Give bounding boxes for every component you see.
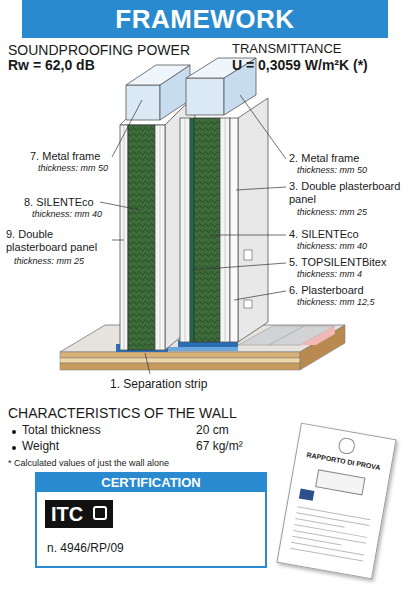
- title-band: FRAMEWORK: [22, 0, 388, 38]
- callout-label: 9. Double plasterboard panel: [6, 228, 112, 253]
- callout-label: 8. SILENTEco: [24, 196, 94, 209]
- document-seal: [337, 437, 356, 456]
- bullet-dot: [12, 446, 16, 450]
- thickness-note: thickness: mm 40: [32, 209, 102, 219]
- section-heading: CHARACTERISTICS OF THE WALL: [8, 405, 237, 421]
- logo-box: ITC: [45, 500, 113, 528]
- callout-label: 3. Double plasterboard panel: [289, 180, 401, 205]
- title-text: FRAMEWORK: [115, 4, 294, 35]
- callout-label: 1. Separation strip: [110, 378, 207, 392]
- box-heading: CERTIFICATION: [37, 474, 265, 492]
- thickness-note: thickness: mm 4: [297, 269, 362, 279]
- bullet-dot: [12, 430, 16, 434]
- thickness-note: thickness: mm 50: [38, 163, 108, 173]
- footnote: * Calculated values of just the wall alo…: [8, 458, 169, 468]
- callout-label: 5. TOPSILENTBitex: [289, 256, 386, 269]
- thickness-note: thickness: mm 50: [297, 165, 367, 175]
- metric-value: U = 0,3059 W/m²K (*): [232, 57, 368, 73]
- certificate-number: n. 4946/RP/09: [47, 542, 124, 556]
- logo-text: ITC: [51, 502, 83, 526]
- metric-value: Rw = 62,0 dB: [8, 57, 95, 73]
- callout-label: 4. SILENTEco: [289, 228, 359, 241]
- logo-icon: [93, 506, 107, 520]
- thickness-note: thickness: mm 40: [297, 241, 367, 251]
- document-stamp: [315, 469, 365, 495]
- thickness-note: thickness: mm 25: [14, 256, 84, 266]
- test-report-document: RAPPORTO DI PROVA: [276, 423, 396, 580]
- metric-heading: SOUNDPROOFING POWER: [8, 42, 190, 58]
- document-title: RAPPORTO DI PROVA: [304, 451, 383, 473]
- document-logo: [299, 489, 315, 501]
- thickness-note: thickness: mm 25: [297, 207, 367, 217]
- callout-label: 7. Metal frame: [30, 150, 100, 163]
- spec-name: Total thickness: [22, 424, 101, 438]
- certification-box: CERTIFICATION n. 4946/RP/09 ITC: [35, 472, 267, 568]
- callout-label: 6. Plasterboard: [289, 284, 364, 297]
- spec-value: 67 kg/m²: [196, 440, 243, 454]
- metric-heading: TRANSMITTANCE: [232, 42, 342, 57]
- spec-name: Weight: [22, 440, 59, 454]
- spec-value: 20 cm: [196, 424, 229, 438]
- document-line: [290, 548, 363, 562]
- thickness-note: thickness: mm 12,5: [297, 297, 375, 307]
- callout-label: 2. Metal frame: [289, 152, 359, 165]
